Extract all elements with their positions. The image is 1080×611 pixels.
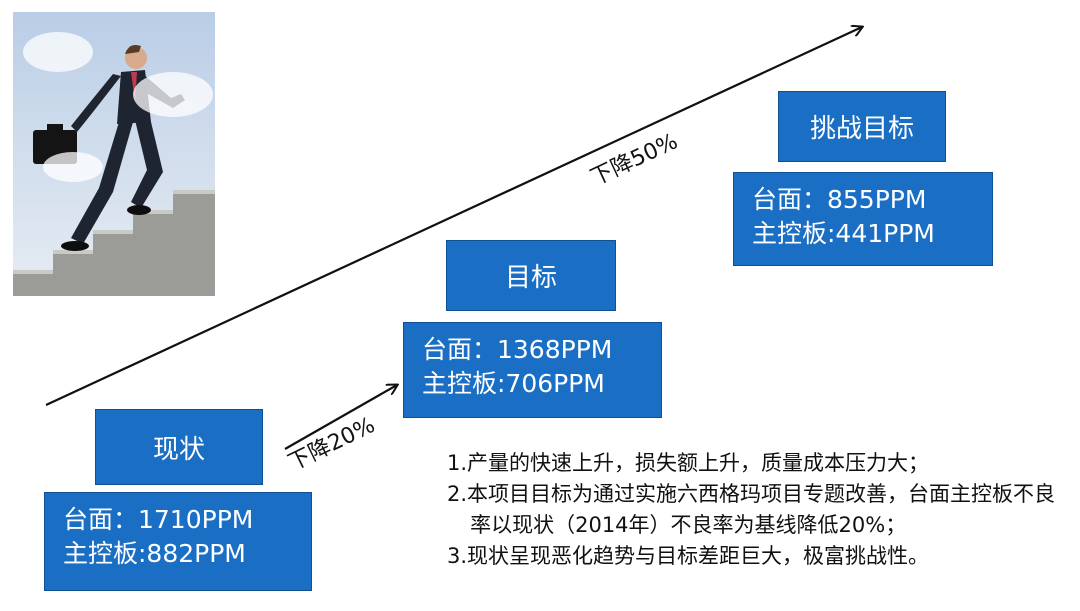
current-state-values: 台面：1710PPM 主控板:882PPM	[44, 492, 312, 591]
challenge-target-values: 台面：855PPM 主控板:441PPM	[733, 172, 993, 266]
current-state-title-text: 现状	[152, 434, 205, 465]
target-surface-ppm: 台面：1368PPM	[422, 335, 613, 364]
challenge-target-title: 挑战目标	[778, 91, 946, 162]
target-title-text: 目标	[504, 263, 557, 293]
current-surface-ppm: 台面：1710PPM	[63, 505, 254, 534]
long-trend-arrow	[45, 27, 862, 406]
note-item-3: 3.现状呈现恶化趋势与目标差距巨大，极富挑战性。	[447, 544, 930, 568]
current-mainboard-ppm: 主控板:882PPM	[63, 539, 246, 568]
current-state-title: 现状	[95, 409, 263, 485]
target-values: 台面：1368PPM 主控板:706PPM	[403, 322, 662, 418]
short-trend-arrow	[284, 385, 397, 450]
challenge-surface-ppm: 台面：855PPM	[752, 185, 927, 214]
challenge-target-title-text: 挑战目标	[809, 114, 914, 144]
businessman-climbing-stairs-photo	[13, 12, 215, 296]
notes-list: 1.产量的快速上升，损失额上升，质量成本压力大； 2.本项目目标为通过实施六西格…	[447, 448, 1072, 572]
target-title: 目标	[446, 240, 616, 311]
target-mainboard-ppm: 主控板:706PPM	[422, 369, 605, 398]
note-item-2: 2.本项目目标为通过实施六西格玛项目专题改善，台面主控板不良率以现状（2014年…	[447, 482, 1056, 537]
note-item-1: 1.产量的快速上升，损失额上升，质量成本压力大；	[447, 451, 930, 475]
challenge-mainboard-ppm: 主控板:441PPM	[752, 219, 935, 248]
